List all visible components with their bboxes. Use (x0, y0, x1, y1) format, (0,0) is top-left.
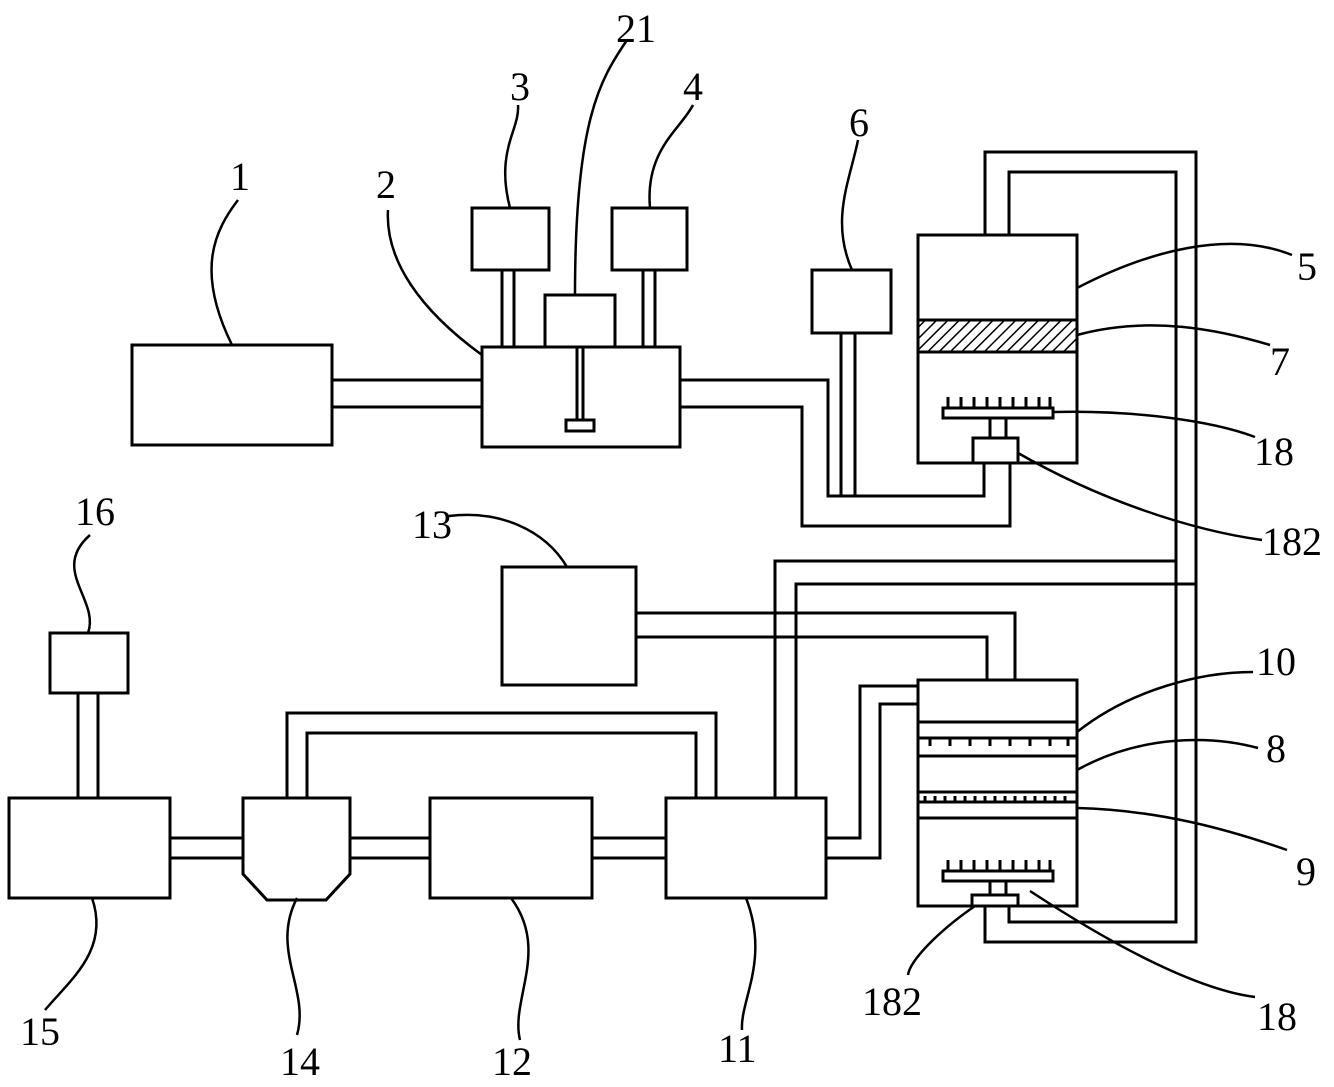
label-5: 5 (1297, 244, 1317, 289)
upper-motor-182 (971, 436, 1020, 465)
label-1: 1 (230, 154, 250, 199)
label-8: 8 (1266, 726, 1286, 771)
label-21: 21 (616, 6, 656, 51)
unit-12-box (428, 796, 594, 900)
unit-11-box (664, 796, 828, 900)
upper-rotary-nozzle (941, 397, 1055, 440)
lower-rotary-nozzle (941, 860, 1055, 897)
unit-3-box (470, 206, 551, 272)
label-9: 9 (1296, 849, 1316, 894)
label-2: 2 (376, 162, 396, 207)
label-182-upper: 182 (1262, 519, 1322, 564)
pipes (76, 150, 1198, 944)
label-15: 15 (20, 1009, 60, 1054)
label-6: 6 (849, 100, 869, 145)
unit-6-box (810, 268, 893, 335)
label-4: 4 (683, 64, 703, 109)
label-16: 16 (75, 489, 115, 534)
label-10: 10 (1256, 639, 1296, 684)
unit-7-filter-layer (916, 318, 1079, 354)
label-182-lower: 182 (862, 979, 922, 1024)
unit-14-tank (241, 796, 352, 902)
unit-21-box (543, 293, 617, 349)
label-13: 13 (412, 502, 452, 547)
label-18-lower: 18 (1257, 994, 1297, 1039)
unit-15-box (7, 796, 172, 900)
unit-16-box (48, 631, 130, 695)
unit-13-box (500, 565, 638, 687)
unit-1-box (130, 343, 334, 447)
unit-9-layer (916, 790, 1079, 820)
unit-4-box (610, 206, 689, 272)
lower-motor-182 (970, 893, 1020, 908)
label-18-upper: 18 (1254, 429, 1294, 474)
leader-lines (44, 39, 1293, 1041)
label-11: 11 (718, 1026, 757, 1071)
label-12: 12 (492, 1039, 532, 1084)
unit-10-layer (916, 720, 1079, 758)
label-3: 3 (510, 64, 530, 109)
label-7: 7 (1270, 339, 1290, 384)
label-14: 14 (280, 1039, 320, 1084)
stirrer-paddle (564, 418, 596, 433)
labels: 1 2 3 21 4 6 5 7 18 182 13 10 8 9 18 182… (20, 6, 1322, 1084)
